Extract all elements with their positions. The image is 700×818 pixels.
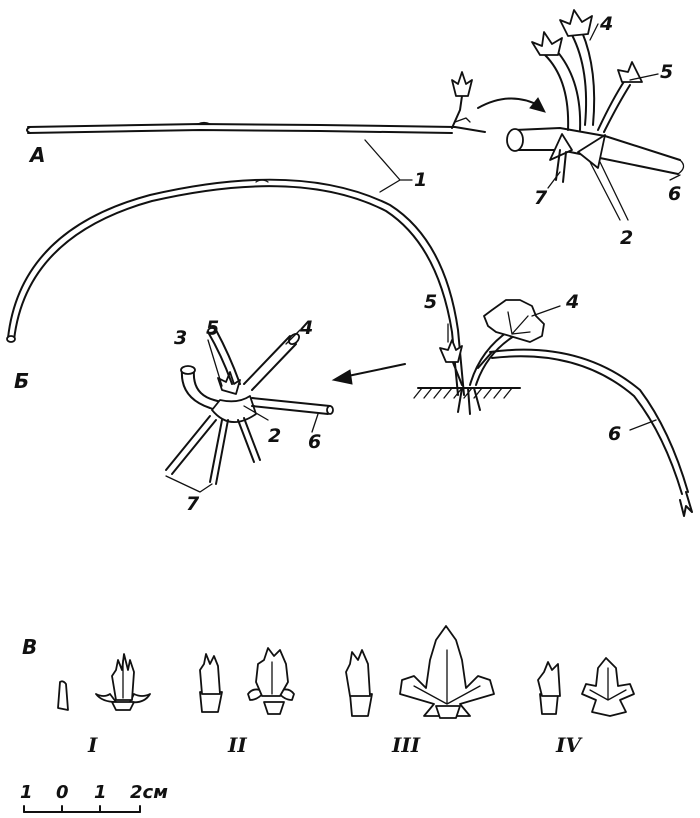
scale-label-0: 0 [56,782,69,803]
scale-label-1: 1 [20,782,33,803]
arrow-a-to-detail [478,98,545,112]
arrow-b-to-detail [333,364,405,384]
label-7-b: 7 [186,493,200,515]
stage-label-3: III [391,733,421,757]
scale-bar [24,806,140,812]
scale-label-2cm: 2см [130,782,168,803]
label-1: 1 [414,169,427,191]
node-detail-a [507,10,684,182]
node-detail-b [166,328,333,484]
label-4-c: 4 [565,291,579,313]
label-3-b: 3 [174,327,187,349]
label-2-b: 2 [268,425,281,447]
stage-label-4: IV [555,733,583,757]
leader-lines [166,24,680,492]
runner-a [27,72,485,133]
label-6-a: 6 [668,183,681,205]
scale-label-1b: 1 [94,782,107,803]
label-6-b: 6 [308,431,321,453]
label-4-a: 4 [599,13,613,35]
stage-label-2: II [227,733,247,757]
stage-3-plants [346,626,494,718]
label-5-b: 5 [206,317,219,339]
stage-row [58,626,634,718]
runner-b [7,180,692,516]
label-6-c: 6 [608,423,621,445]
label-2-a: 2 [620,227,633,249]
label-4-b: 4 [299,317,313,339]
label-5-c: 5 [424,291,437,313]
label-7-a: 7 [534,187,548,209]
stage-2-plants [200,648,294,714]
section-label-a: А [28,143,45,167]
stage-label-1: I [87,733,98,757]
section-label-v: В [22,635,37,659]
stage-4-plants [538,658,634,716]
stage-1-plants [58,654,150,710]
label-5-a: 5 [660,61,673,83]
section-label-b: Б [14,369,29,393]
